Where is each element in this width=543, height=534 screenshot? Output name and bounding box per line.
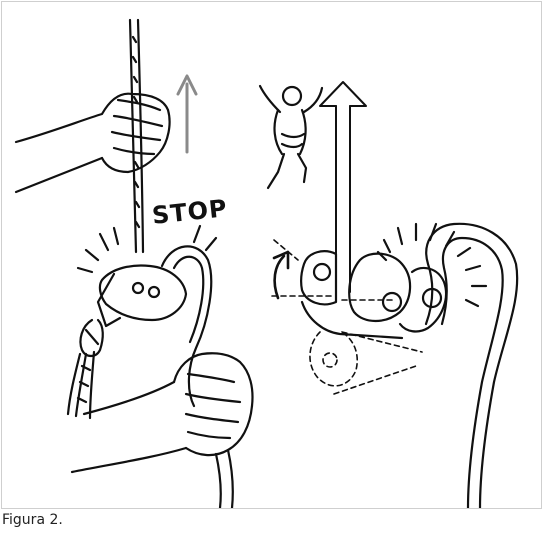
hand-holding-rope-icon — [72, 353, 253, 508]
cam-mechanism-icon — [301, 224, 517, 508]
diagram-frame: STOP — [1, 1, 542, 509]
carabiner-icon — [68, 320, 103, 418]
up-arrow-icon — [178, 76, 196, 152]
hand-pulling-rope-icon — [16, 94, 170, 192]
figure-caption: Figura 2. — [2, 512, 63, 528]
climber-icon — [260, 86, 322, 188]
rotation-arrow-icon — [274, 252, 288, 298]
diagram-illustration — [2, 2, 542, 509]
hidden-position-outline — [272, 240, 422, 394]
belay-device-icon — [98, 246, 211, 406]
